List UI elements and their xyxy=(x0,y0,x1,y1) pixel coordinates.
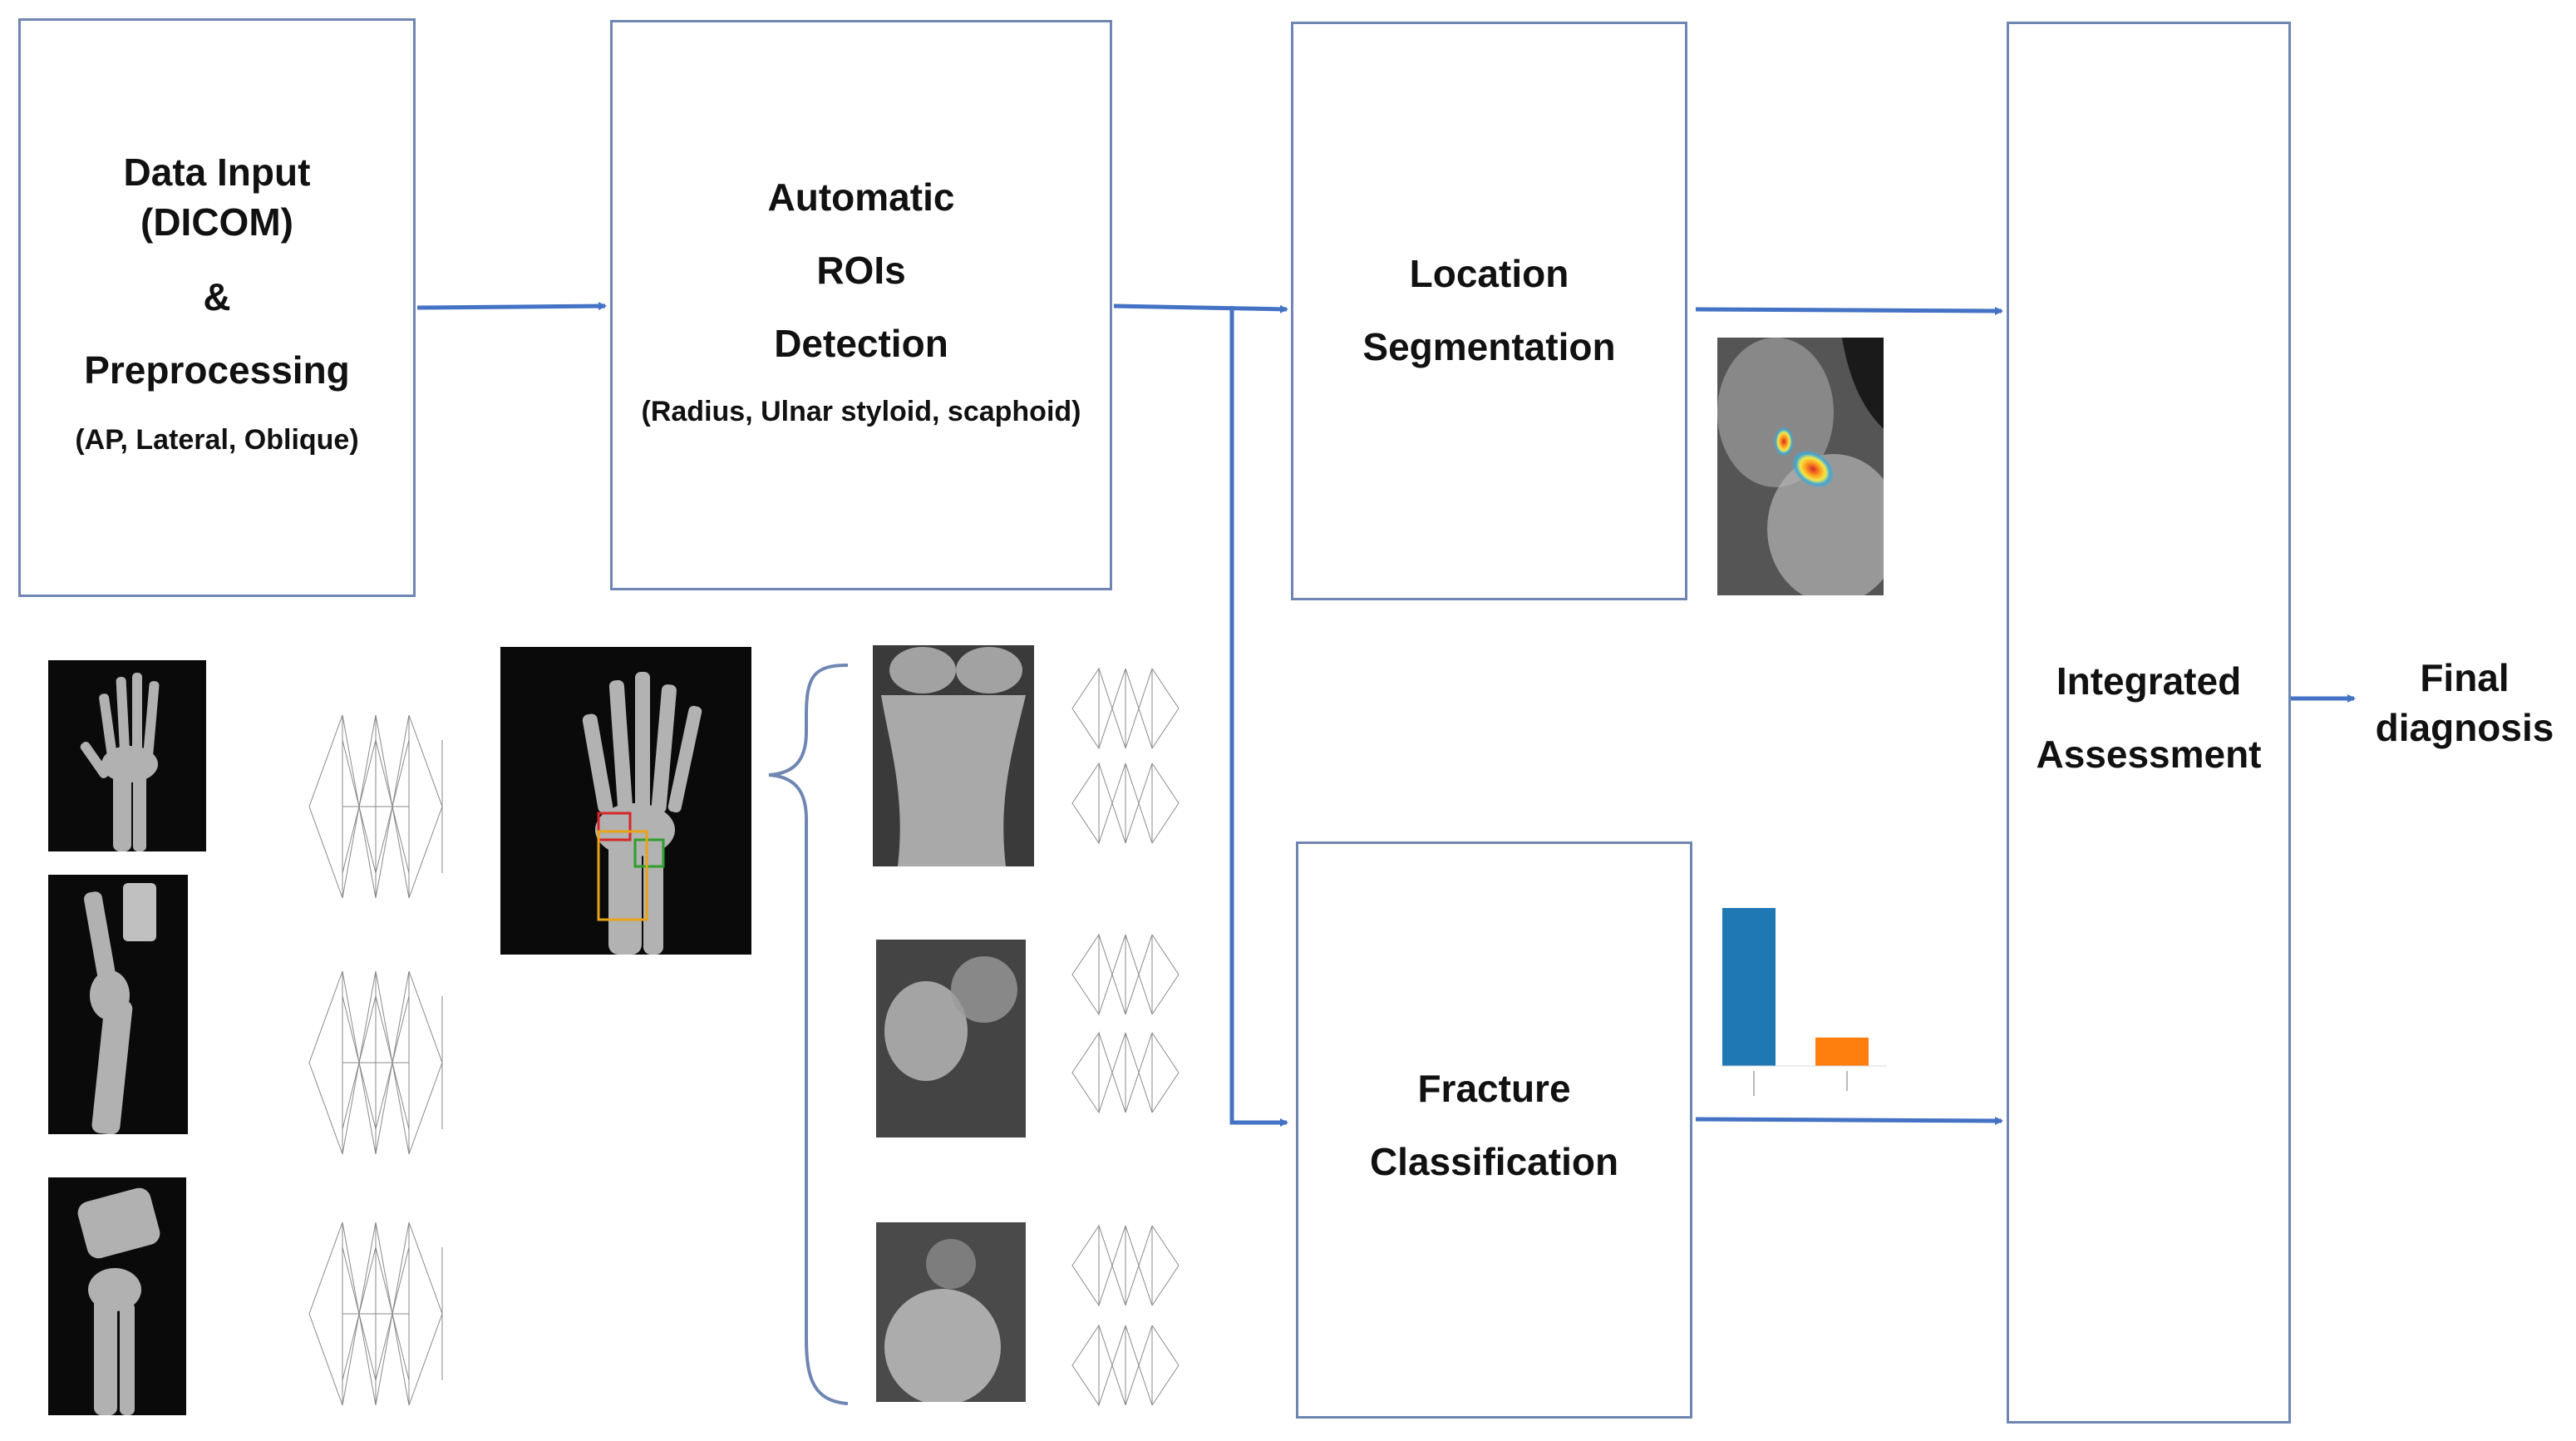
preprocessing-title: Preprocessing xyxy=(84,348,350,392)
xray-lateral-thumbnail xyxy=(48,875,188,1134)
arrow-classification-to-integration xyxy=(1695,1116,2003,1125)
roi-crop-ulnar-styloid xyxy=(876,940,1026,1138)
roi-crop-radius xyxy=(873,645,1034,866)
integrated-assessment-box xyxy=(2007,22,2291,1424)
neural-network-icon xyxy=(301,707,459,906)
neural-network-icon xyxy=(1066,758,1199,848)
final-line1: Final xyxy=(2420,656,2510,699)
roi-box-ulnar-styloid xyxy=(597,812,632,841)
xray-oblique-thumbnail xyxy=(48,1177,186,1415)
neural-network-icon xyxy=(1066,1320,1199,1410)
bar-class-1 xyxy=(1722,908,1776,1066)
roi-detection-xray xyxy=(500,647,751,955)
roi-box-radius xyxy=(597,830,648,921)
roi-crop-scaphoid xyxy=(876,1222,1026,1402)
location-segmentation-box xyxy=(1291,22,1687,600)
roi-detection-line1: Automatic xyxy=(767,175,955,219)
roi-detection-line2: ROIs xyxy=(816,249,906,292)
bar-class-2 xyxy=(1815,1037,1869,1066)
final-line2: diagnosis xyxy=(2375,706,2554,749)
roi-detection-targets: (Radius, Ulnar styloid, scaphoid) xyxy=(641,396,1081,427)
arrow-segmentation-to-integration xyxy=(1695,306,2003,315)
integrated-line1: Integrated xyxy=(2056,659,2242,703)
data-input-box xyxy=(18,18,416,597)
arrow-detection-to-segmentation xyxy=(1113,303,1288,313)
roi-brace xyxy=(768,664,849,1405)
segmentation-line1: Location xyxy=(1409,252,1569,295)
roi-box-scaphoid xyxy=(633,838,665,868)
integrated-line2: Assessment xyxy=(2036,733,2262,776)
classification-line1: Fracture xyxy=(1417,1067,1571,1110)
data-input-title: Data Input xyxy=(123,151,311,194)
segmentation-heatmap-image xyxy=(1717,338,1884,595)
classification-line2: Classification xyxy=(1369,1140,1619,1183)
neural-network-icon xyxy=(1066,664,1199,753)
neural-network-icon xyxy=(301,963,459,1162)
arrow-detection-to-classification xyxy=(1229,306,1288,1127)
arrow-input-to-detection xyxy=(416,302,607,311)
segmentation-line2: Segmentation xyxy=(1362,325,1616,368)
data-input-format: (DICOM) xyxy=(140,200,293,244)
roi-detection-box xyxy=(610,20,1112,590)
neural-network-icon xyxy=(1066,1221,1199,1310)
classification-bar-chart xyxy=(1721,908,1887,1096)
xray-ap-thumbnail xyxy=(48,660,206,851)
neural-network-icon xyxy=(1066,1028,1199,1118)
data-input-ampersand: & xyxy=(203,275,231,318)
neural-network-icon xyxy=(1066,930,1199,1019)
roi-detection-line3: Detection xyxy=(774,322,948,365)
neural-network-icon xyxy=(301,1214,459,1414)
preprocessing-views: (AP, Lateral, Oblique) xyxy=(75,424,359,456)
fracture-classification-box xyxy=(1296,841,1692,1419)
